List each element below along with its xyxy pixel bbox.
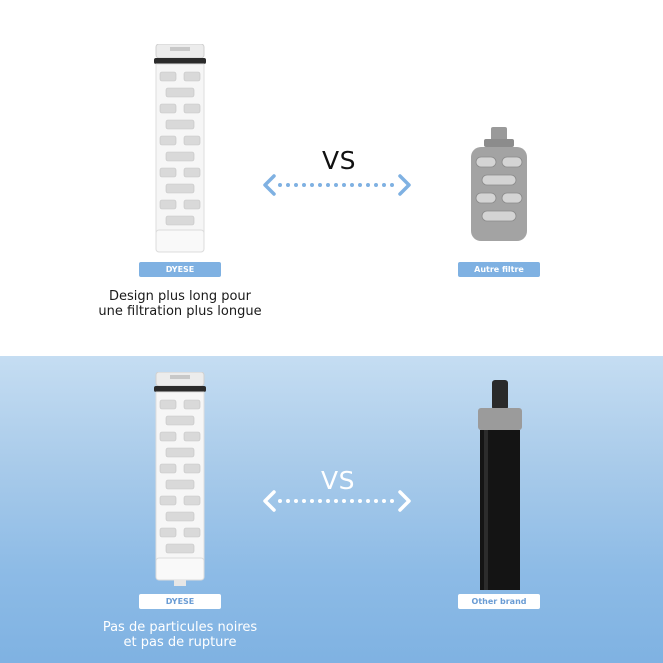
- bottom-caption-line-1: Pas de particules noires: [102, 620, 258, 635]
- vs-label: VS: [322, 146, 356, 175]
- bottom-comparison-panel: VS DYESE Other brand Pas de particules n…: [0, 356, 663, 663]
- vs-label: VS: [321, 466, 355, 495]
- dyese-badge: DYESE: [139, 594, 221, 609]
- dyese-filter-image: [154, 372, 206, 586]
- top-caption-line-1: Design plus long pour: [108, 289, 251, 304]
- double-arrow-icon: [263, 490, 411, 512]
- bottom-caption: Pas de particules noires et pas de ruptu…: [60, 620, 300, 650]
- top-caption: Design plus long pour une filtration plu…: [60, 289, 300, 319]
- bottom-caption-line-2: et pas de rupture: [123, 635, 237, 650]
- other-brand-filter-image: [478, 380, 522, 590]
- other-filter-badge: Autre filtre: [458, 262, 540, 277]
- double-arrow-icon: [263, 174, 411, 196]
- dyese-badge: DYESE: [139, 262, 221, 277]
- other-brand-badge: Other brand: [458, 594, 540, 609]
- top-caption-line-2: une filtration plus longue: [98, 304, 262, 319]
- dyese-filter-image: [154, 44, 206, 253]
- top-comparison-panel: VS DYESE Autre filtre Design plus long p…: [60, 44, 540, 319]
- other-filter-image: [471, 127, 527, 241]
